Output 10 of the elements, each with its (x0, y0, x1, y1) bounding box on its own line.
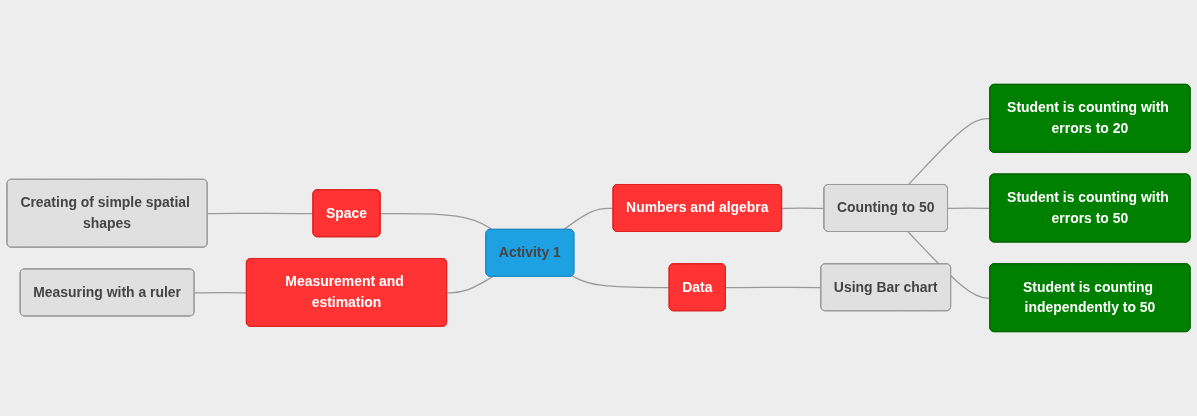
connector (379, 212, 494, 231)
connector (446, 276, 494, 294)
connector (562, 207, 615, 231)
connector (207, 212, 314, 215)
connector (907, 118, 991, 186)
connector (947, 207, 991, 210)
connector (725, 286, 822, 289)
connector (571, 275, 671, 289)
connector (193, 291, 248, 294)
connector (781, 207, 825, 210)
